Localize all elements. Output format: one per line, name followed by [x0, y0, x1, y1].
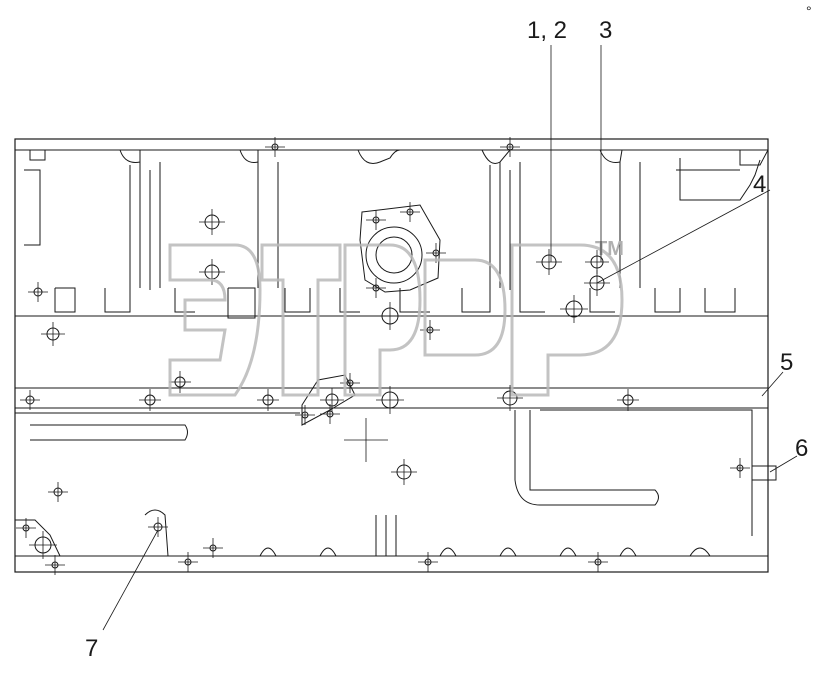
bolt-hole	[28, 282, 48, 302]
callouts: 1, 2 3 4 5 6 7	[85, 17, 808, 662]
callout-6: 6	[795, 435, 808, 462]
callout-3: 3	[599, 17, 612, 44]
bolt-hole	[139, 389, 161, 411]
watermark-logo: TM	[168, 238, 624, 397]
bolt-hole	[340, 373, 360, 393]
bolt-hole	[376, 386, 404, 414]
bolt-hole	[344, 418, 388, 462]
bolt-hole	[366, 278, 386, 298]
bolt-hole	[497, 385, 523, 411]
callout-4: 4	[753, 171, 766, 198]
bolt-hole	[257, 389, 279, 411]
bolt-holes	[16, 137, 750, 575]
bolt-hole	[536, 249, 562, 275]
bolt-hole	[500, 137, 520, 157]
leader-lines	[102, 45, 798, 631]
corner-mark: °	[806, 3, 812, 19]
bolt-hole	[366, 210, 386, 230]
bolt-hole	[29, 531, 57, 559]
bolt-hole	[420, 320, 440, 340]
bolt-hole	[199, 209, 225, 235]
bolt-hole	[617, 389, 639, 411]
bolt-hole	[320, 404, 340, 424]
bolt-hole	[16, 518, 36, 538]
bolt-hole	[295, 405, 315, 425]
callout-1-2: 1, 2	[527, 17, 567, 44]
bolt-hole	[48, 482, 68, 502]
bolt-hole	[588, 552, 608, 572]
bolt-hole	[169, 371, 191, 393]
bolt-hole	[391, 459, 417, 485]
bolt-hole	[20, 390, 40, 410]
bolt-hole	[320, 388, 344, 412]
bolt-hole	[148, 517, 168, 537]
callout-5: 5	[780, 349, 793, 376]
watermark-tm: TM	[595, 238, 624, 260]
bolt-hole	[41, 322, 65, 346]
bolt-hole	[203, 538, 223, 558]
bolt-hole	[265, 137, 285, 157]
bolt-hole	[418, 552, 438, 572]
bolt-hole	[560, 295, 588, 323]
block-outline	[14, 138, 777, 573]
bolt-hole	[45, 555, 65, 575]
bolt-hole	[376, 302, 404, 330]
bolt-hole	[400, 202, 420, 222]
callout-7: 7	[85, 635, 98, 662]
bolt-hole	[730, 458, 750, 478]
bolt-hole	[426, 243, 446, 263]
bolt-hole	[178, 552, 198, 572]
